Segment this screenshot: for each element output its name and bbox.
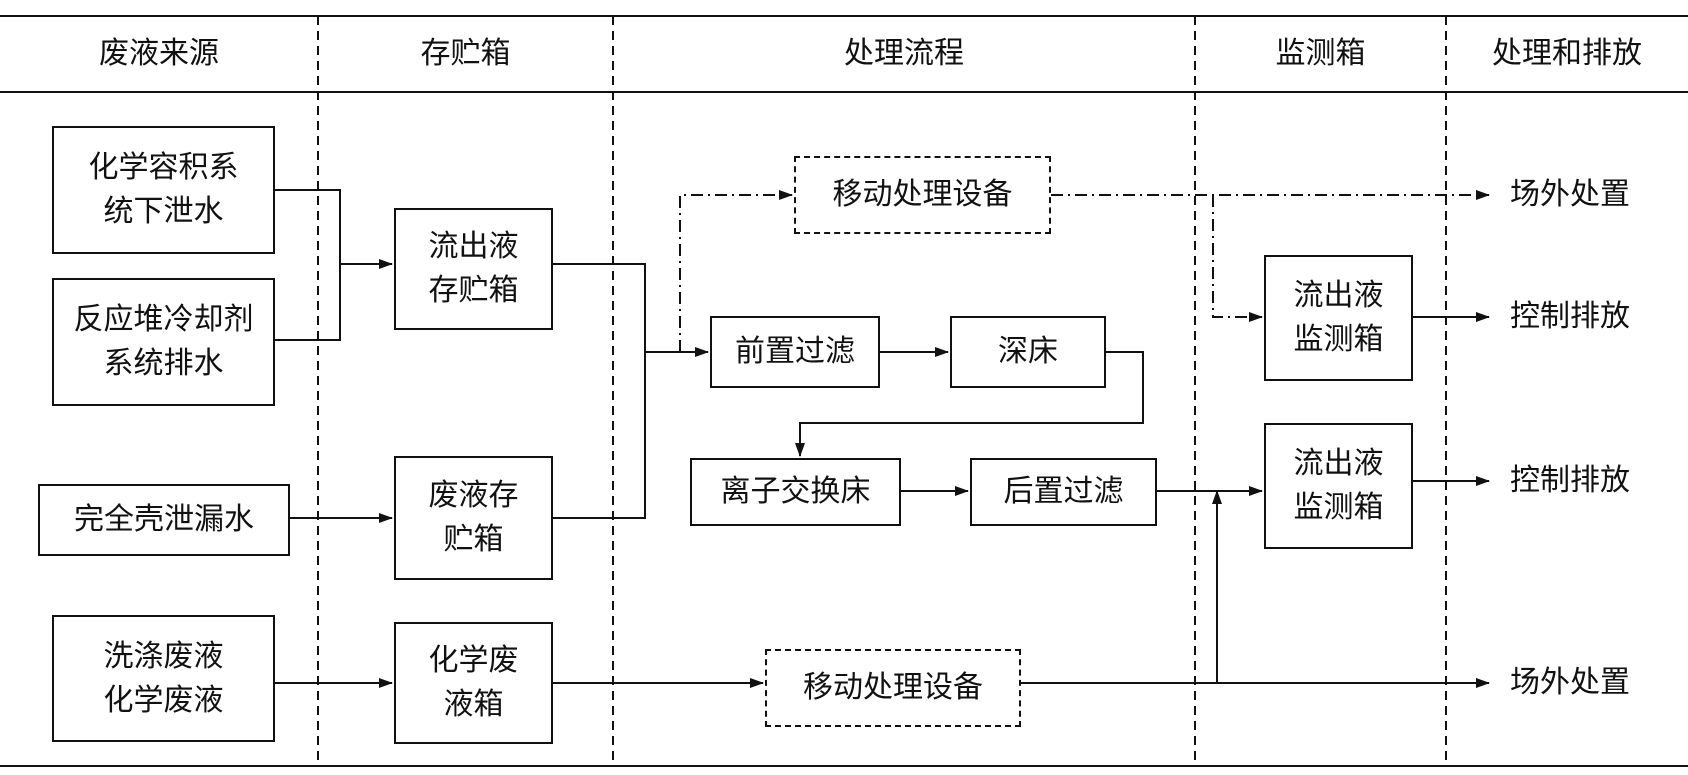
ion-exchange-bed-box: 离子交换床: [690, 458, 901, 526]
header-discharge: 处理和排放: [1492, 36, 1642, 71]
source-rcs-drain: 反应堆冷却剂系统排水: [52, 278, 275, 406]
prefilter-box: 前置过滤: [710, 316, 880, 388]
source-wash-chemical: 洗涤废液化学废液: [52, 615, 275, 742]
dashdot-to-mobile-top: [679, 190, 793, 352]
effluent-monitor-tank-1: 流出液监测箱: [1264, 255, 1413, 381]
mobile-treatment-unit-top: 移动处理设备: [794, 156, 1051, 234]
connector-cvcs: [275, 189, 341, 264]
deep-bed-box: 深床: [950, 316, 1106, 388]
dashdot-to-monitor-1: [1212, 195, 1263, 322]
postfilter-box: 后置过滤: [970, 458, 1157, 526]
header-process: 处理流程: [844, 36, 964, 71]
header-source: 废液来源: [99, 36, 219, 71]
waste-storage-tank: 废液存贮箱: [394, 456, 553, 580]
source-cvcs-letdown: 化学容积系统下泄水: [52, 126, 275, 254]
connector-deep-bed: [795, 351, 1144, 457]
source-containment-leak: 完全壳泄漏水: [38, 484, 290, 556]
effluent-storage-tank: 流出液存贮箱: [394, 208, 553, 330]
output-offsite-top: 场外处置: [1510, 177, 1630, 212]
connector-rcc: [275, 264, 341, 341]
connector-effluent-storage: [553, 263, 646, 352]
chemical-waste-tank: 化学废液箱: [394, 622, 553, 744]
output-controlled-discharge-2: 控制排放: [1510, 463, 1630, 498]
connector-waste-storage: [553, 352, 646, 519]
output-offsite-bottom: 场外处置: [1510, 665, 1630, 700]
mobile-treatment-unit-bottom: 移动处理设备: [765, 649, 1021, 727]
effluent-monitor-tank-2: 流出液监测箱: [1264, 423, 1413, 549]
header-monitor: 监测箱: [1275, 36, 1366, 71]
header-storage: 存贮箱: [420, 36, 511, 71]
output-controlled-discharge-1: 控制排放: [1510, 299, 1630, 334]
